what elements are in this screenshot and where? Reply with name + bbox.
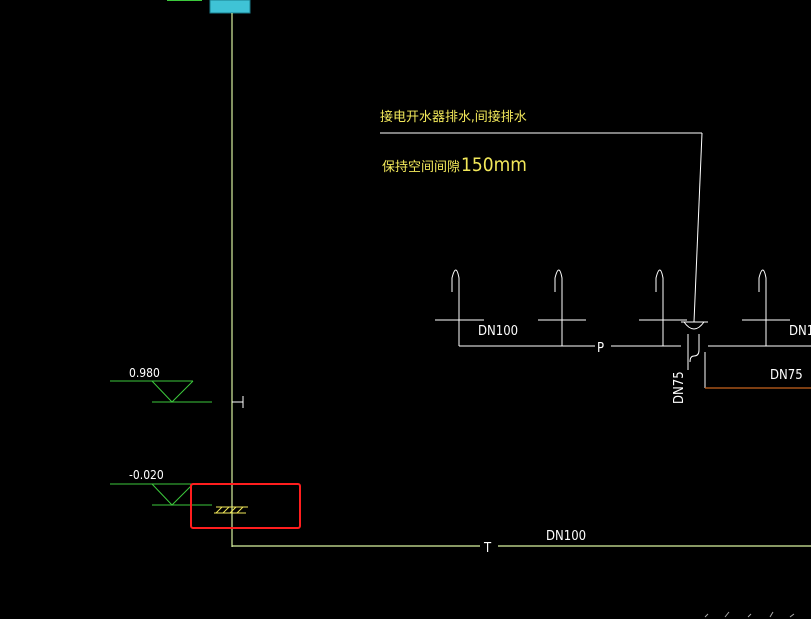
orange-branch-size: DN75 — [770, 368, 803, 383]
branch-pipe-size-right-partial: DN1 — [789, 324, 811, 339]
fixture-trap-3 — [639, 269, 687, 346]
vertical-branch-size: DN75 — [672, 371, 687, 404]
fixture-trap-2 — [538, 269, 586, 346]
annotation-line-2: 保持空间间隙150mm — [382, 154, 527, 176]
annotation-line-2-value: 150mm — [461, 154, 527, 176]
bottom-right-fragment — [704, 611, 795, 618]
elevation-upper-triangle — [151, 380, 194, 403]
elevation-lower-triangle — [151, 483, 194, 506]
main-pipe-marker-t: T — [483, 541, 492, 556]
annotation-line-1: 接电开水器排水,间接排水 — [380, 109, 527, 125]
ground-hatch-symbol — [214, 506, 248, 514]
annotation-leader — [693, 132, 703, 323]
elevation-lower-label: -0.020 — [129, 468, 164, 482]
main-pipe-size-label: DN100 — [546, 529, 586, 544]
indirect-drain-funnel — [681, 321, 708, 388]
fixture-trap-4 — [742, 269, 790, 346]
branch-marker-p: P — [597, 341, 604, 356]
fixture-trap-1 — [435, 269, 484, 346]
annotation-line-2-prefix: 保持空间间隙 — [382, 160, 460, 175]
highlight-box — [190, 483, 301, 529]
branch-pipe-size-left: DN100 — [478, 324, 518, 339]
top-riser-cap — [209, 0, 251, 14]
elevation-upper-label: 0.980 — [129, 366, 160, 380]
